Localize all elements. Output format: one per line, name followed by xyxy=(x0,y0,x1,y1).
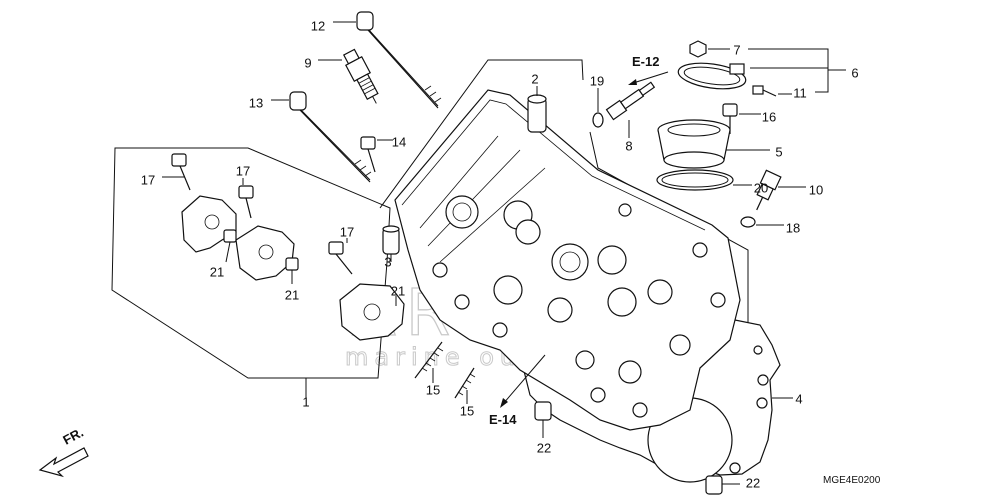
callout-1: 1 xyxy=(302,394,309,409)
callout-17: 17 xyxy=(141,172,155,187)
leader-21-a xyxy=(225,241,231,263)
callout-21: 21 xyxy=(210,264,224,279)
callout-16: 16 xyxy=(762,109,776,124)
bolt-14 xyxy=(360,136,376,173)
callout-18: 18 xyxy=(786,220,800,235)
dowel-pin-2 xyxy=(527,94,547,133)
callout-2: 2 xyxy=(531,71,538,86)
bolt-17-c xyxy=(328,241,353,275)
callout-22: 22 xyxy=(537,440,551,455)
diagram-code: MGE4E0200 xyxy=(823,475,881,486)
hose-clamp-6 xyxy=(677,62,747,90)
callout-15: 15 xyxy=(460,403,474,418)
callout-9: 9 xyxy=(304,55,311,70)
camshaft-holder-c xyxy=(339,283,405,341)
e14-label: E-14 xyxy=(489,412,517,427)
dowel-22-b xyxy=(705,475,723,495)
nut-7 xyxy=(689,40,707,58)
head-bolt-12 xyxy=(356,11,442,109)
callout-11: 11 xyxy=(793,85,807,100)
callout-4: 4 xyxy=(795,391,802,406)
washer-18 xyxy=(740,216,756,228)
leader-6 xyxy=(748,48,846,93)
front-direction-indicator: FR. xyxy=(38,425,89,478)
dowel-21-b xyxy=(285,257,299,271)
callout-17: 17 xyxy=(236,163,250,178)
gasket-hole xyxy=(757,374,769,386)
screw-11 xyxy=(752,85,777,97)
e12-reference: E-12 xyxy=(628,54,669,85)
callout-14: 14 xyxy=(392,134,406,149)
stud-bolt-15-b xyxy=(454,367,476,399)
temperature-sensor-10 xyxy=(756,169,782,211)
spark-plug xyxy=(342,48,379,104)
callout-7: 7 xyxy=(733,42,740,57)
stud-bolt-15-a xyxy=(414,341,444,379)
head-bolt-holes xyxy=(432,203,726,418)
cylinder-head-ribs xyxy=(419,135,546,263)
callout-15: 15 xyxy=(426,382,440,397)
gasket-hole xyxy=(753,345,763,355)
front-label: FR. xyxy=(60,425,86,448)
head-bolt-13 xyxy=(289,91,372,183)
dowel-3 xyxy=(382,225,400,255)
callout-12: 12 xyxy=(311,18,325,33)
gasket-hole xyxy=(756,397,768,409)
callout-21: 21 xyxy=(391,283,405,298)
callout-21: 21 xyxy=(285,287,299,302)
cylinder-head-edge xyxy=(401,99,706,231)
gasket-hole xyxy=(729,462,741,474)
o-ring-20 xyxy=(656,169,734,191)
dowel-22-a xyxy=(534,401,552,421)
camshaft-journals xyxy=(445,195,691,384)
bolt-17-a xyxy=(171,153,191,191)
callout-19: 19 xyxy=(590,73,604,88)
e14-reference: E-14 xyxy=(489,354,546,427)
callout-6: 6 xyxy=(851,65,858,80)
camshaft-holder-a xyxy=(181,195,237,253)
callout-13: 13 xyxy=(249,95,263,110)
camshaft-holder-b xyxy=(235,225,295,281)
callout-22: 22 xyxy=(746,475,760,490)
callout-20: 20 xyxy=(754,180,768,195)
callout-8: 8 xyxy=(625,138,632,153)
callout-3: 3 xyxy=(384,254,391,269)
insulator-5 xyxy=(657,119,731,169)
sensor-8 xyxy=(605,81,656,121)
e12-label: E-12 xyxy=(632,54,659,69)
dowel-21-a xyxy=(223,229,237,243)
callout-5: 5 xyxy=(775,144,782,159)
bolt-17-b xyxy=(238,185,254,219)
washer-19 xyxy=(592,112,604,128)
callout-10: 10 xyxy=(809,182,823,197)
callout-17: 17 xyxy=(340,224,354,239)
